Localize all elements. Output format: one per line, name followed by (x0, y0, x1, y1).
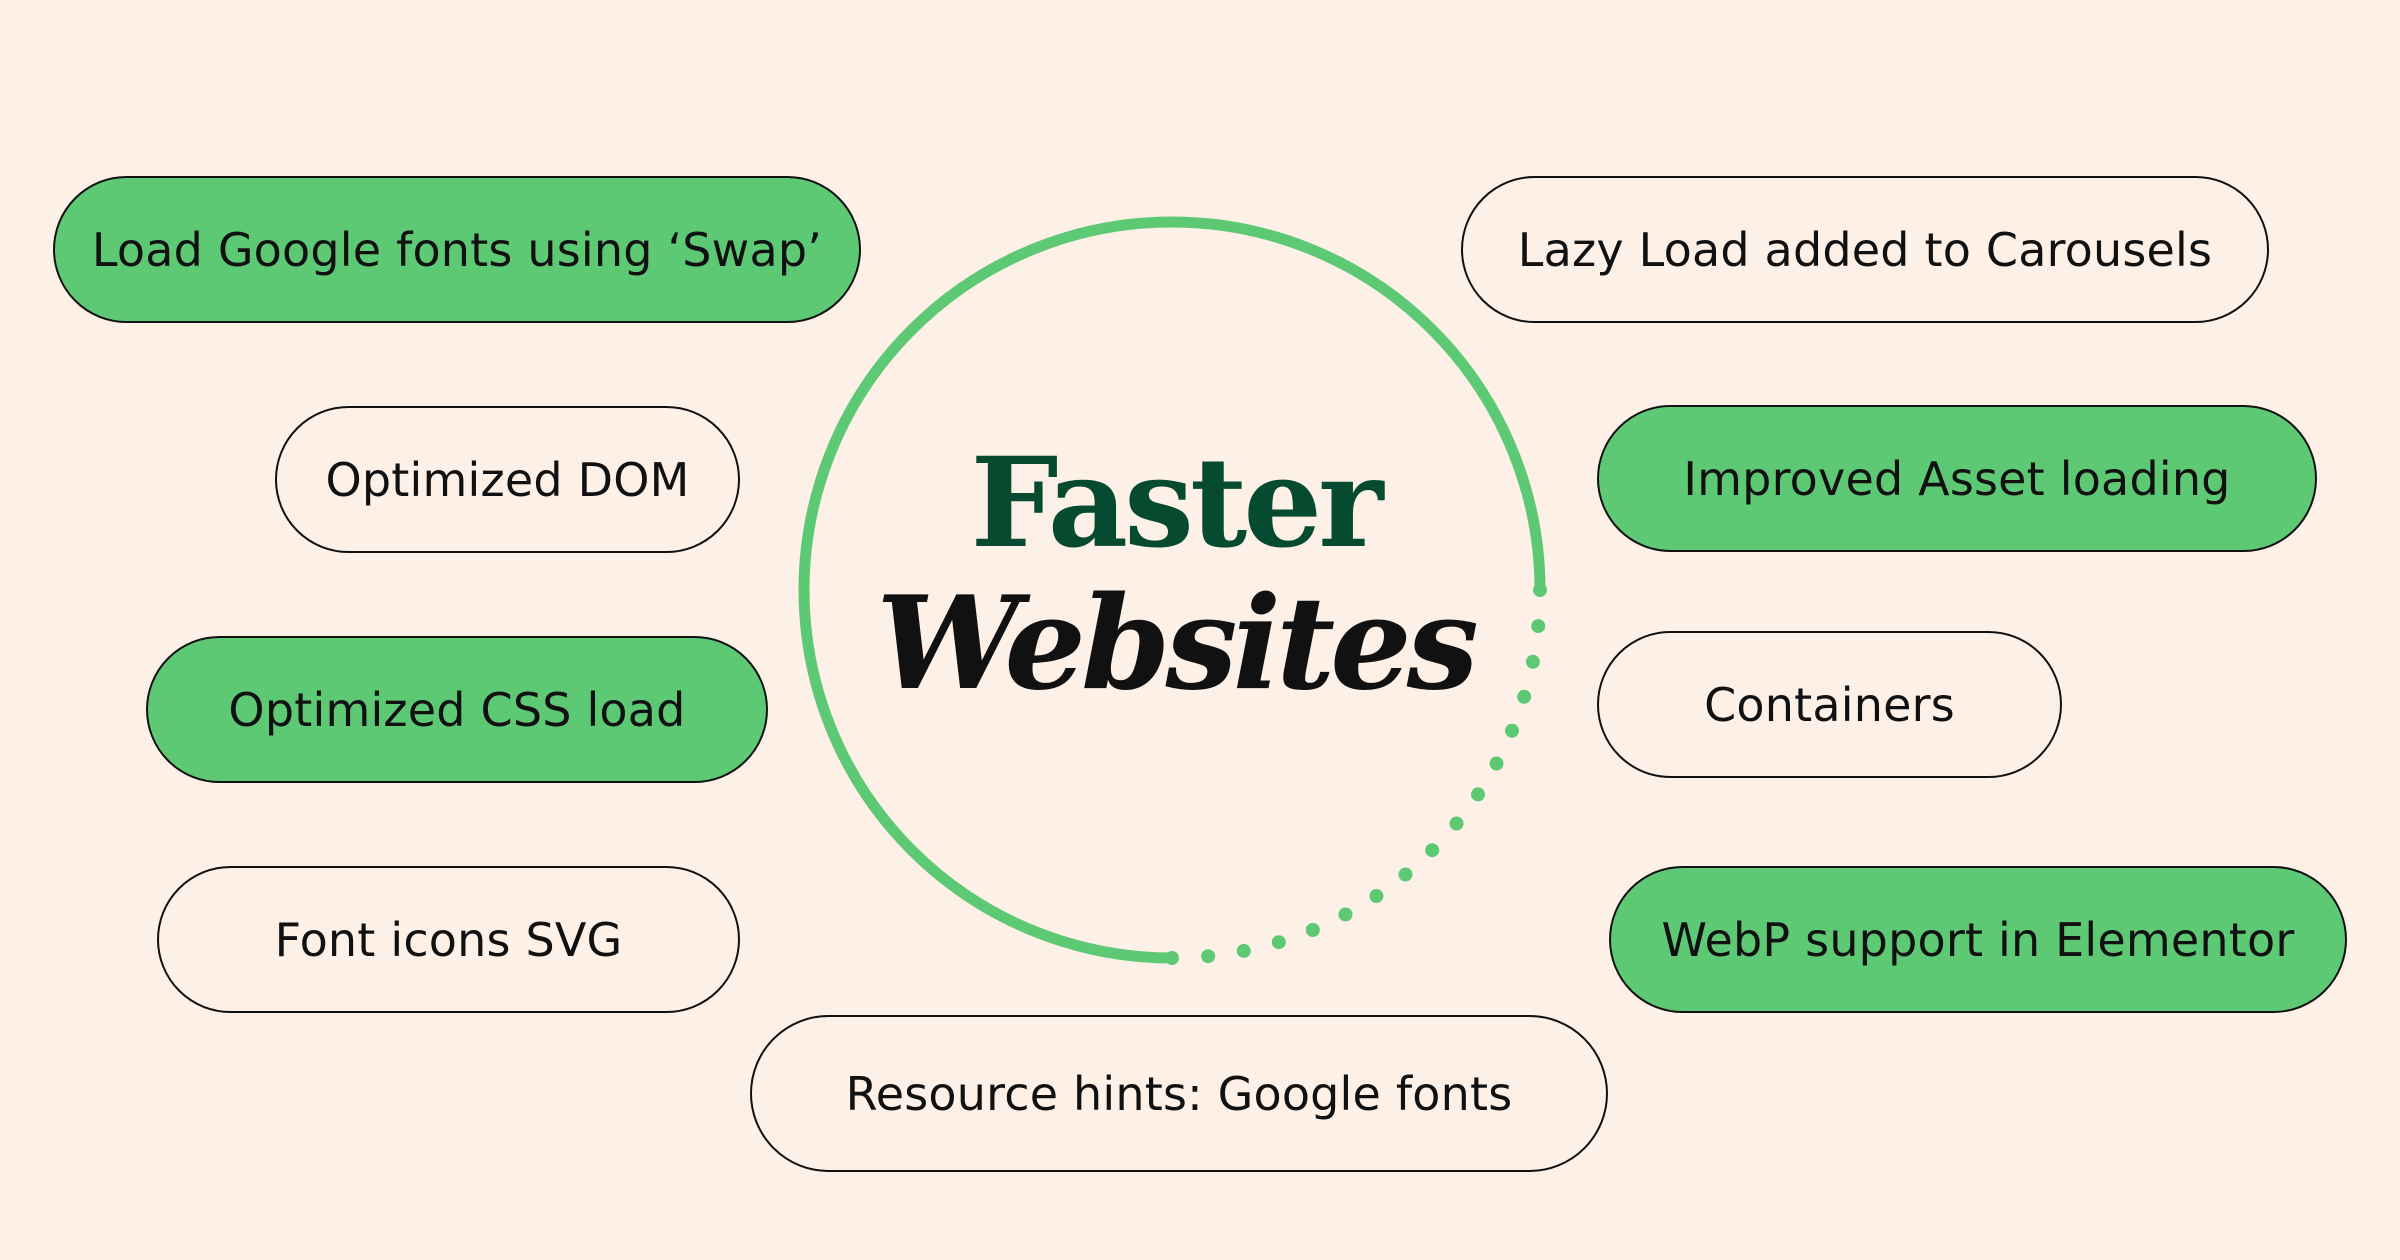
ring-dot (1236, 943, 1251, 958)
ring-dot (1201, 949, 1216, 964)
feature-pill-google-fonts-swap: Load Google fonts using ‘Swap’ (53, 176, 861, 323)
ring-dot (1305, 923, 1320, 937)
ring-dot (1525, 654, 1540, 669)
ring-solid-arc (798, 216, 1546, 964)
title-line-websites: Websites (876, 569, 1479, 719)
ring-dot (1398, 867, 1413, 882)
feature-pill-webp-support: WebP support in Elementor (1609, 866, 2347, 1013)
feature-pill-optimized-dom: Optimized DOM (275, 406, 740, 553)
feature-pill-improved-asset-loading: Improved Asset loading (1597, 405, 2317, 552)
ring-dot (1489, 756, 1504, 771)
feature-pill-lazy-load-carousels: Lazy Load added to Carousels (1461, 176, 2269, 323)
feature-pill-font-icons-svg: Font icons SVG (157, 866, 740, 1013)
ring-dot (1531, 619, 1546, 634)
feature-pill-optimized-css-load: Optimized CSS load (146, 636, 768, 783)
ring-dot (1517, 689, 1532, 704)
ring-dot (1271, 935, 1286, 950)
ring-dot (1505, 723, 1519, 738)
ring-dotted-arc (1165, 583, 1547, 965)
ring-dot (1449, 816, 1464, 831)
ring-dot (1471, 787, 1485, 802)
feature-pill-containers: Containers (1597, 631, 2062, 778)
feature-pill-resource-hints: Resource hints: Google fonts (750, 1015, 1608, 1172)
ring-dot (1425, 843, 1440, 858)
ring-dot (1165, 951, 1179, 965)
title-line-faster: Faster (970, 431, 1384, 576)
ring-dot (1369, 889, 1384, 903)
ring-dot (1533, 583, 1547, 597)
ring-dot (1338, 907, 1353, 922)
